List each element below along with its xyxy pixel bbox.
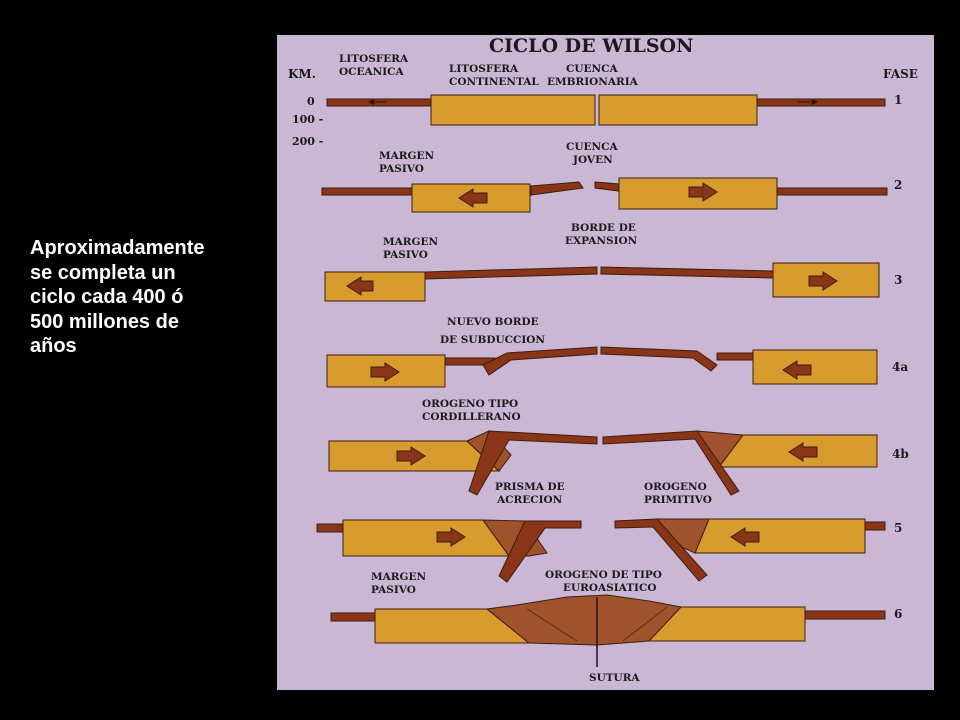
continental-block xyxy=(342,519,510,557)
wilson-cycle-diagram: CICLO DE WILSON KM. FASE 0 100 - 200 - L… xyxy=(277,35,934,690)
phase-number: 6 xyxy=(894,607,902,621)
motion-arrow xyxy=(346,276,374,296)
subducting-slab xyxy=(468,430,598,496)
depth-tick-0: 0 xyxy=(307,95,315,108)
caption-line: años xyxy=(30,335,77,357)
label-borde-expansion: BORDE DE xyxy=(571,222,636,234)
label-litosfera-oceanica: LITOSFERA xyxy=(339,53,409,65)
label-margen-pasivo: MARGEN xyxy=(383,236,438,248)
label-orogeno-primitivo: PRIMITIVO xyxy=(644,494,712,506)
phase-number: 5 xyxy=(894,521,902,535)
oceanic-plate xyxy=(716,352,754,361)
oceanic-plate xyxy=(600,266,774,279)
phase-3-section xyxy=(324,262,880,302)
motion-arrow xyxy=(370,362,400,382)
oceanic-plate xyxy=(776,187,888,196)
continental-block xyxy=(694,518,866,554)
label-orogeno-cordillerano: CORDILLERANO xyxy=(422,411,521,423)
label-margen-pasivo: PASIVO xyxy=(379,163,424,175)
continental-block xyxy=(430,94,596,126)
oceanic-plate xyxy=(316,523,344,533)
subducting-slab xyxy=(600,346,718,372)
depth-tick-100: 100 - xyxy=(292,113,323,126)
label-cuenca-joven: JOVEN xyxy=(572,154,613,166)
collision-orogen xyxy=(485,594,682,646)
oceanic-plate xyxy=(424,266,598,280)
phase-1-section xyxy=(326,94,886,126)
diagram-title: CICLO DE WILSON xyxy=(489,35,693,57)
label-margen-pasivo: MARGEN xyxy=(379,150,434,162)
phase-4a-section xyxy=(326,346,878,388)
depth-tick-200: 200 - xyxy=(292,135,323,148)
label-nuevo-borde: NUEVO BORDE xyxy=(447,316,539,328)
caption-line: ciclo cada 400 ó xyxy=(30,286,184,308)
label-orogeno-primitivo: OROGENO xyxy=(644,481,707,493)
phase-number: 1 xyxy=(894,93,902,107)
label-nuevo-borde: DE SUBDUCCION xyxy=(440,334,545,346)
oceanic-plate xyxy=(330,612,376,622)
caption-text: Aproximadamente se completa un ciclo cad… xyxy=(30,236,270,359)
oceanic-plate xyxy=(864,521,886,531)
subducting-slab xyxy=(614,518,708,582)
motion-arrow xyxy=(782,360,812,380)
suture-line xyxy=(622,606,668,642)
oceanic-plate xyxy=(321,187,413,196)
motion-arrow xyxy=(436,527,466,547)
label-cuenca-embrionaria: CUENCA xyxy=(566,63,618,75)
label-litosfera-oceanica: OCEANICA xyxy=(339,66,405,78)
motion-arrow xyxy=(730,527,760,547)
phase-4b-section xyxy=(328,430,878,496)
label-borde-expansion: EXPANSION xyxy=(565,235,638,247)
continental-block xyxy=(598,94,758,126)
fase-header: FASE xyxy=(883,67,918,81)
label-cuenca-embrionaria: EMBRIONARIA xyxy=(547,76,639,88)
motion-arrow xyxy=(688,182,718,202)
label-prisma-acrecion: ACRECION xyxy=(496,494,563,506)
continental-block xyxy=(752,349,878,385)
subducting-slab xyxy=(602,430,740,496)
label-cuenca-joven: CUENCA xyxy=(566,141,618,153)
caption-line: 500 millones de xyxy=(30,310,179,333)
phase-number: 4b xyxy=(892,447,909,461)
motion-arrow xyxy=(788,442,818,462)
motion-arrow xyxy=(808,271,838,291)
caption-line: se completa un xyxy=(30,261,176,284)
phase-number: 4a xyxy=(892,360,908,374)
label-sutura: SUTURA xyxy=(589,672,640,684)
label-margen-pasivo: PASIVO xyxy=(371,584,416,596)
label-litosfera-continental: CONTINENTAL xyxy=(449,76,539,88)
motion-arrow xyxy=(396,446,426,466)
label-orogeno-cordillerano: OROGENO TIPO xyxy=(422,398,518,410)
oceanic-plate xyxy=(530,181,584,196)
label-orogeno-euroasiatico: EUROASIATICO xyxy=(563,582,656,594)
subducting-slab xyxy=(482,346,598,376)
continental-block xyxy=(324,271,426,302)
label-litosfera-continental: LITOSFERA xyxy=(449,63,519,75)
caption-line: Aproximadamente xyxy=(30,237,205,259)
motion-arrow xyxy=(458,188,488,208)
subducting-slab xyxy=(498,520,582,583)
oceanic-plate xyxy=(756,98,886,107)
phase-number: 3 xyxy=(894,273,902,287)
label-orogeno-euroasiatico: OROGENO DE TIPO xyxy=(545,569,662,581)
phase-2-section xyxy=(321,177,888,213)
phase-5-section xyxy=(316,518,886,583)
label-margen-pasivo: MARGEN xyxy=(371,571,426,583)
phase-6-section xyxy=(330,594,886,667)
km-header: KM. xyxy=(288,67,316,81)
label-margen-pasivo: PASIVO xyxy=(383,249,428,261)
phase-number: 2 xyxy=(894,178,902,192)
oceanic-plate xyxy=(804,610,886,620)
label-prisma-acrecion: PRISMA DE xyxy=(495,481,565,493)
suture-line xyxy=(526,608,578,642)
